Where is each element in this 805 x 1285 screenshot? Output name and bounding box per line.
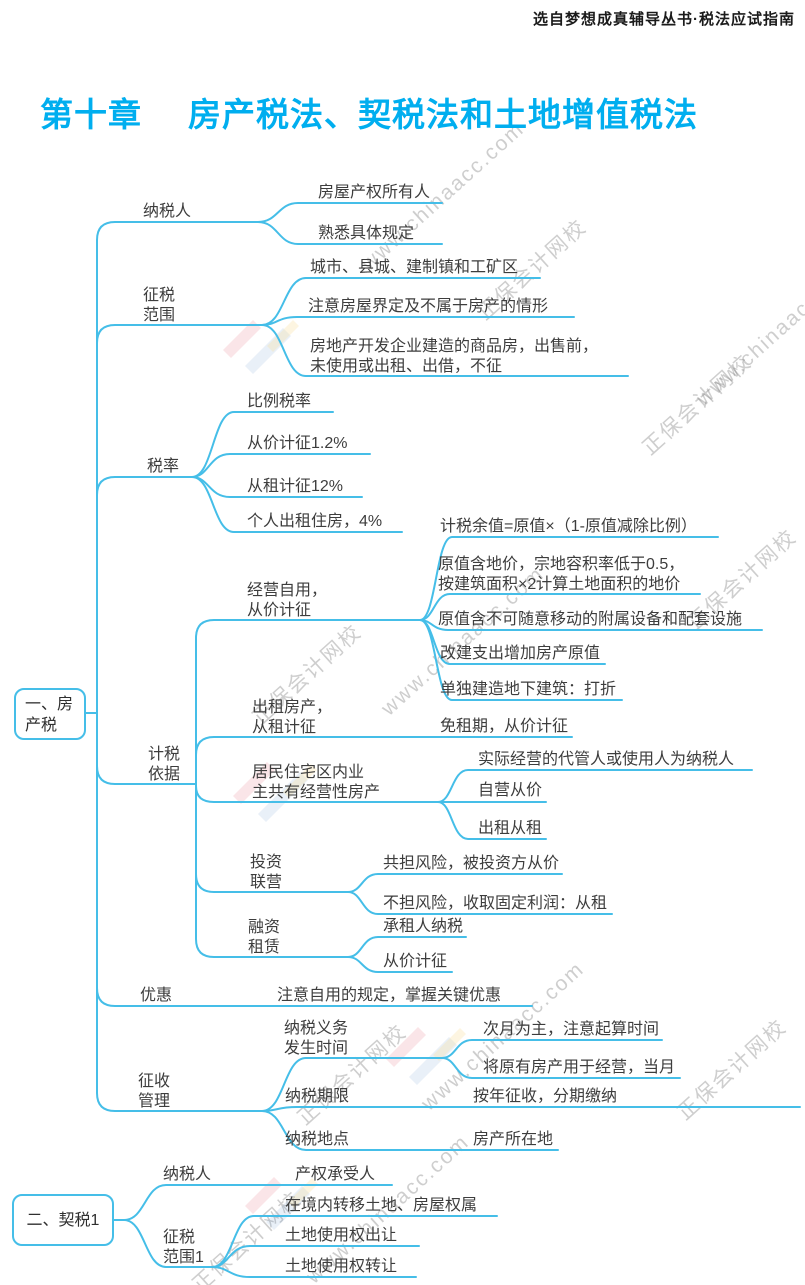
node-payment-place: 纳税地点	[285, 1131, 350, 1148]
node-taxpayer-owner: 房屋产权所有人	[318, 184, 431, 201]
watermark-brand: 正保会计网校	[673, 1015, 792, 1125]
book-source-note: 选自梦想成真辅导丛书·税法应试指南	[533, 11, 795, 28]
node-rate-ad-valorem: 从价计征1.2%	[247, 435, 348, 452]
node-resident-operator: 实际经营的代管人或使用人为纳税人	[478, 751, 735, 768]
node-own-fixed-equipment: 原值含不可随意移动的附属设备和配套设施	[438, 611, 743, 628]
node-basis-own-use: 经营自用， 从价计征	[247, 582, 328, 619]
node-own-renovation: 改建支出增加房产原值	[440, 645, 601, 662]
brand-logo-watermark	[386, 1027, 466, 1085]
node-time-current-month: 将原有房产用于经营，当月	[483, 1059, 676, 1076]
root-node-property-tax: 一、房产税	[14, 688, 86, 740]
node-scope-developer-housing: 房地产开发企业建造的商品房，出售前， 未使用或出租、出借，不征	[310, 338, 599, 375]
node-tax-basis: 计税 依据	[148, 746, 181, 783]
node-deed-scope-grant: 土地使用权出让	[285, 1227, 398, 1244]
node-deed-scope-transfer: 在境内转移土地、房屋权属	[285, 1197, 478, 1214]
node-preference-note: 注意自用的规定，掌握关键优惠	[277, 987, 502, 1004]
node-scope-cities: 城市、县城、建制镇和工矿区	[310, 259, 519, 276]
watermark-brand: 正保会计网校	[638, 350, 757, 460]
node-rate-personal-rental: 个人出租住房，4%	[247, 513, 383, 530]
node-payment-term: 纳税期限	[285, 1088, 350, 1105]
chapter-number: 第十章	[40, 96, 142, 133]
node-basis-investment: 投资 联营	[250, 854, 283, 891]
node-tax-rate: 税率	[147, 458, 180, 475]
node-invest-fixed-profit: 不担风险，收取固定利润：从租	[383, 895, 608, 912]
brand-logo-watermark	[223, 320, 299, 374]
node-tax-scope: 征税 范围	[143, 287, 176, 324]
node-deed-scope-assign: 土地使用权转让	[285, 1258, 398, 1275]
node-lease-lessee-pays: 承租人纳税	[383, 918, 464, 935]
node-basis-resident-common: 居民住宅区内业 主共有经营性房产	[252, 764, 381, 801]
node-resident-rent-out: 出租从租	[478, 820, 543, 837]
node-basis-rental: 出租房产， 从租计征	[252, 699, 333, 736]
node-term-annual: 按年征收，分期缴纳	[473, 1088, 618, 1105]
node-taxpayer: 纳税人	[143, 203, 192, 220]
node-own-residual-formula: 计税余值=原值×（1-原值减除比例）	[440, 518, 697, 535]
node-basis-finance-lease: 融资 租赁	[248, 919, 281, 956]
node-scope-definition: 注意房屋界定及不属于房产的情形	[308, 298, 549, 315]
node-own-underground: 单独建造地下建筑：打折	[440, 681, 617, 698]
node-rental-free-period: 免租期，从价计征	[440, 718, 569, 735]
node-obligation-time: 纳税义务 发生时间	[284, 1020, 349, 1057]
node-deed-transferee: 产权承受人	[295, 1166, 376, 1183]
node-taxpayer-rules: 熟悉具体规定	[318, 225, 415, 242]
node-resident-self-operate: 自营从价	[478, 782, 543, 799]
node-deed-scope: 征税 范围1	[163, 1229, 204, 1266]
node-rate-proportional: 比例税率	[247, 393, 312, 410]
node-deed-taxpayer: 纳税人	[163, 1166, 212, 1183]
node-preference: 优惠	[140, 987, 173, 1004]
node-lease-ad-valorem: 从价计征	[383, 953, 448, 970]
node-place-property-location: 房产所在地	[473, 1131, 554, 1148]
root-node-deed-tax: 二、契税1	[12, 1194, 114, 1246]
node-own-land-price: 原值含地价，宗地容积率低于0.5， 按建筑面积×2计算土地面积的地价	[438, 556, 685, 593]
watermark-url: www.chinaacc.com	[691, 252, 805, 411]
node-rate-from-rent: 从租计征12%	[247, 478, 344, 495]
node-invest-shared-risk: 共担风险，被投资方从价	[383, 855, 560, 872]
node-time-next-month: 次月为主，注意起算时间	[483, 1021, 660, 1038]
chapter-title: 第十章 房产税法、契税法和土地增值税法	[40, 88, 698, 136]
chapter-name: 房产税法、契税法和土地增值税法	[188, 96, 698, 133]
node-administration: 征收 管理	[138, 1073, 171, 1110]
